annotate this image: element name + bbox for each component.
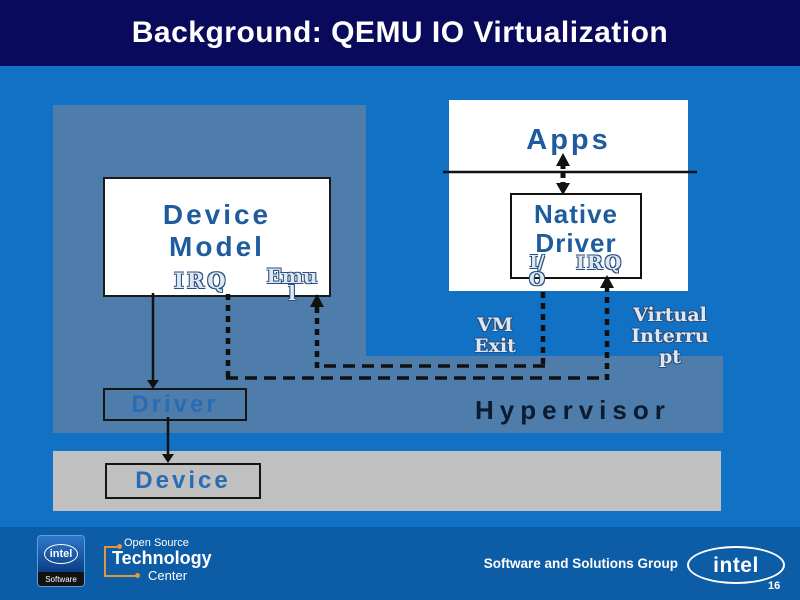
native-driver-io-label: I/O	[529, 252, 545, 290]
ostc-center-label: Center	[148, 568, 188, 583]
intel-brand-text: intel	[713, 553, 759, 577]
native-driver-irq-label: IRQ	[576, 252, 624, 274]
intel-badge-bottom: Software	[38, 572, 84, 586]
title-bar: Background: QEMU IO Virtualization	[0, 0, 800, 66]
intel-badge-top: intel	[38, 536, 84, 572]
apps-label: Apps	[526, 124, 611, 156]
page-number: 16	[768, 580, 781, 592]
device-model-emul-label: Emul	[266, 264, 318, 305]
virtual-interrupt-label: Virtual Interrupt	[631, 304, 709, 368]
hypervisor-label: Hypervisor	[475, 395, 671, 425]
ostc-bracket-bottom-arm	[104, 575, 135, 577]
intel-oval-icon: intel	[44, 544, 78, 564]
intel-logo: intel	[687, 546, 785, 584]
ostc-technology-label: Technology	[112, 548, 212, 568]
apps-box: Apps	[449, 100, 688, 291]
device-model-irq-label: IRQ	[174, 268, 229, 293]
slide-title: Background: QEMU IO Virtualization	[131, 16, 669, 49]
software-solutions-group-label: Software and Solutions Group	[483, 556, 678, 571]
native-driver-box: Native Driver	[510, 193, 642, 279]
footer-band	[0, 527, 800, 600]
intel-software-badge: intel Software	[38, 536, 84, 586]
device-label: Device	[135, 467, 231, 494]
ostc-dot-icon	[117, 544, 122, 549]
intel-brand-text: intel	[49, 547, 73, 560]
ostc-open-source-label: Open Source	[124, 537, 189, 549]
native-driver-label: Native Driver	[533, 199, 619, 258]
device-model-label: Device Model	[162, 198, 272, 262]
ostc-bracket-top-arm	[104, 546, 117, 548]
device-model-box: Device Model	[103, 177, 331, 297]
driver-box: Driver	[103, 388, 247, 421]
ostc-dot-icon	[135, 573, 140, 578]
driver-label: Driver	[131, 390, 219, 418]
ostc-bracket-icon	[104, 546, 106, 577]
intel-software-label: Software	[45, 574, 77, 584]
device-box: Device	[105, 463, 261, 499]
vm-exit-label: VM Exit	[474, 314, 516, 357]
open-source-technology-center-logo: Open Source Technology Center	[100, 533, 230, 591]
